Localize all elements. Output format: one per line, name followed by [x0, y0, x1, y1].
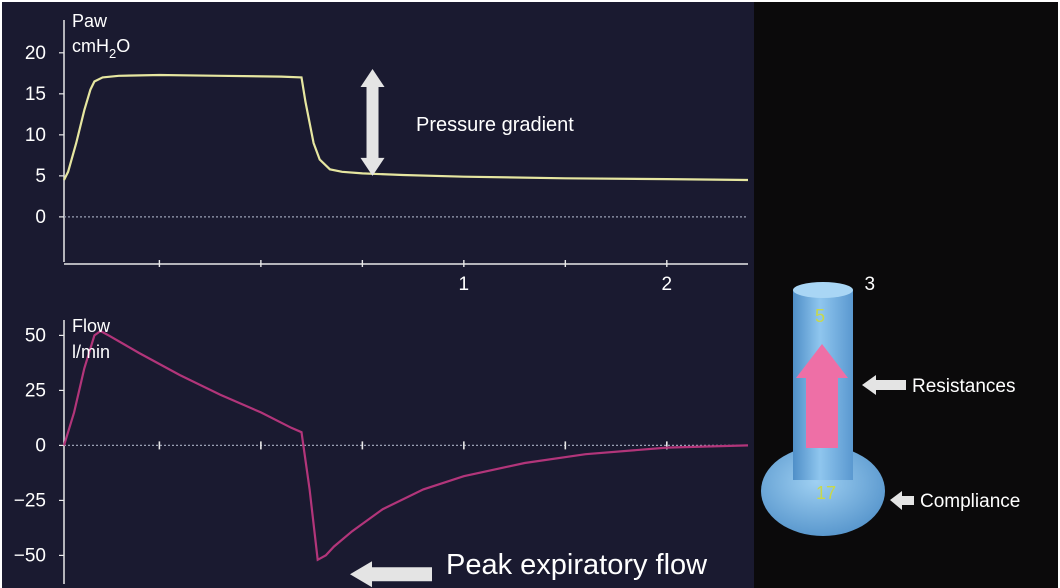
pressure-axes: [63, 20, 748, 265]
flow-trace: [62, 329, 749, 562]
y-tick-label: 0: [35, 435, 46, 456]
lung-model-diagram: 5 17 Resistances Compliance: [761, 282, 1020, 536]
balloon-bulb: [761, 446, 885, 536]
pressure-ticks: 0 5 10 15 20 1 2 3: [25, 43, 875, 295]
compliance-label: Compliance: [920, 491, 1020, 512]
y-tick-label: 50: [25, 325, 46, 346]
peak-expiratory-flow-label: Peak expiratory flow: [446, 549, 708, 581]
resistance-value: 5: [815, 306, 825, 326]
peak-expiratory-flow-arrow: [350, 561, 432, 588]
flow-ticks: −50 −25 0 25 50: [14, 325, 668, 566]
y-tick-label: −25: [14, 490, 46, 511]
resistance-arrow-icon: [796, 344, 848, 448]
pressure-ylabel-line2: cmH2O: [72, 36, 130, 61]
double-arrow-icon: [360, 68, 385, 176]
x-tick-label: 2: [662, 274, 673, 295]
compliance-value: 17: [816, 483, 836, 503]
balloon-tube-top: [793, 282, 853, 298]
x-tick-label: 1: [459, 274, 470, 295]
flow-ylabel-line1: Flow: [72, 316, 111, 336]
pressure-ylabel-suffix: O: [116, 36, 130, 56]
y-tick-label: −50: [14, 545, 46, 566]
y-tick-label: 20: [25, 43, 46, 64]
pressure-ylabel-subscript: 2: [109, 46, 116, 61]
y-tick-label: 25: [25, 380, 46, 401]
flow-ylabel-line2: l/min: [72, 342, 110, 362]
resistances-label: Resistances: [912, 376, 1016, 397]
y-tick-label: 10: [25, 125, 46, 146]
x-tick-label: 3: [864, 274, 875, 295]
pressure-trace: [63, 73, 749, 182]
resistances-pointer-icon: [862, 375, 906, 395]
left-arrow-icon: [350, 561, 432, 588]
pressure-ylabel-base: cmH: [72, 36, 109, 56]
y-tick-label: 0: [35, 207, 46, 228]
compliance-pointer-icon: [890, 491, 914, 510]
pressure-gradient-label: Pressure gradient: [416, 114, 574, 136]
y-tick-label: 15: [25, 84, 46, 105]
y-tick-label: 5: [35, 166, 46, 187]
pressure-gradient-arrow: [360, 68, 385, 176]
flow-axes: [63, 320, 748, 584]
pressure-ylabel-line1: Paw: [72, 11, 108, 31]
flow-panel: −50 −25 0 25 50 Flow l/min Peak expiratory f…: [14, 316, 749, 588]
